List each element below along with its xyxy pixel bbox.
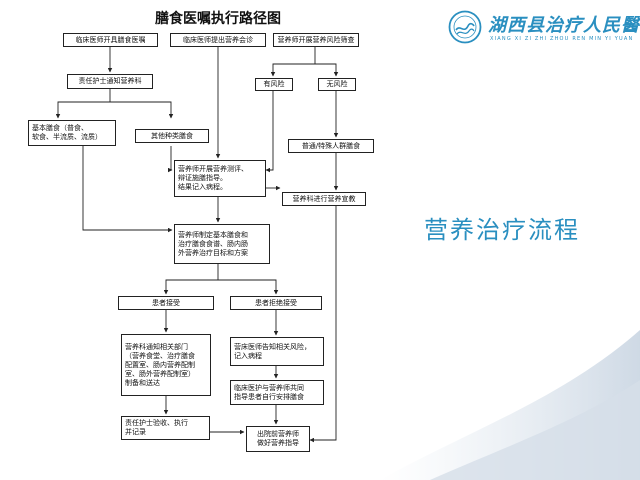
node-guide-self: 临床医护与营养师共同 指导患者自行安排膳食: [230, 380, 324, 405]
node-nurse-check: 责任护士验收、执行 并记录: [121, 416, 210, 440]
node-refuse: 患者拒绝接受: [230, 296, 322, 310]
slide-title: 营养治疗流程: [424, 216, 580, 244]
node-notify-dept: 营养科通知相关部门 （营养食堂、治疗膳食 配置室、肠内营养配制 室、肠外营养配制…: [121, 334, 211, 396]
node-basic-diet: 基本膳食（普食、 软食、半流质、流质）: [28, 120, 116, 146]
node-doctor-order: 临床医师开具膳食医嘱: [63, 33, 158, 47]
node-doctor-consult: 临床医师提出营养会诊: [170, 33, 266, 47]
node-no-risk: 无风险: [318, 78, 356, 91]
node-survey: 营养科进行营养宣教: [282, 192, 366, 206]
hospital-pinyin: XIANG XI ZI ZHI ZHOU REN MIN YI YUAN: [490, 36, 634, 42]
flowchart-title: 膳食医嘱执行路径图: [155, 11, 281, 27]
node-assess: 营养师开展营养测评、 辩证施膳指导。 结果记入病程。: [174, 160, 266, 197]
node-nurse-notify: 责任护士通知营养科: [67, 74, 153, 89]
node-discharge: 出院前营养师 做好营养指导: [246, 426, 310, 452]
node-normal-diet: 普通/特殊人群膳食: [288, 139, 374, 153]
node-plan: 营养师制定基本膳食和 治疗膳食食谱、肠内肠 外营养治疗目标和方案: [174, 224, 270, 264]
node-accept: 患者接受: [118, 296, 214, 310]
hospital-name: 湖西县治疗人民醫院: [488, 15, 640, 36]
flowchart-arrows: [55, 47, 339, 443]
hospital-logo: 湖西县治疗人民醫院 XIANG XI ZI ZHI ZHOU REN MIN Y…: [448, 8, 640, 54]
flowchart: 膳食医嘱执行路径图: [18, 0, 398, 480]
hospital-emblem-icon: [448, 10, 482, 44]
node-has-risk: 有风险: [255, 78, 293, 91]
node-risk-screen: 营养师开展营养风险筛查: [273, 33, 359, 47]
node-inform-risk: 营床医师告知相关风险， 记入病程: [230, 337, 324, 366]
node-other-diet: 其他种类膳食: [135, 129, 209, 143]
